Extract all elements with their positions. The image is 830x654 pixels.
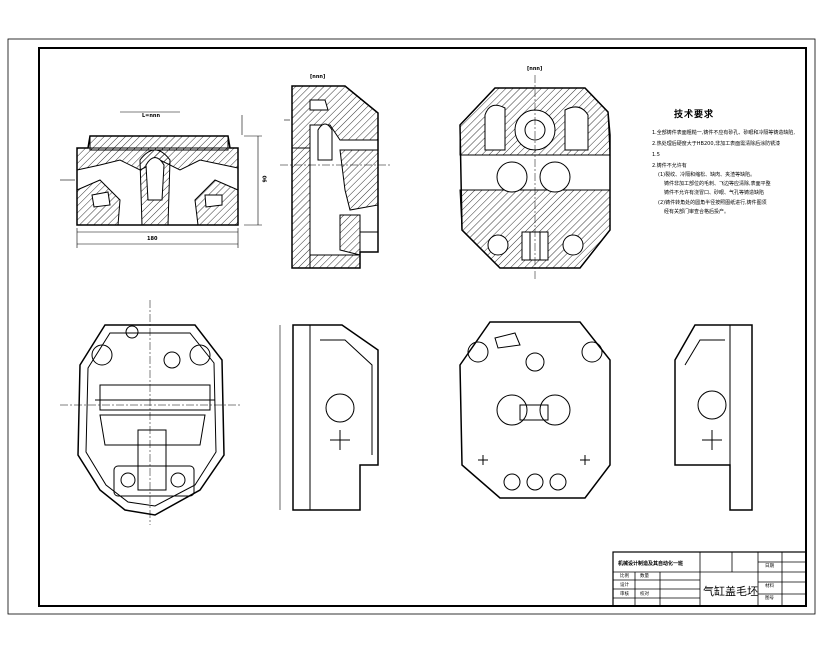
- note-line: (2)铸件转角处的圆角半径按照图纸进行,铸件图须: [658, 200, 767, 206]
- outer-border: [7, 38, 816, 615]
- side-elevation-left: [279, 324, 379, 511]
- tb-cell: 设计: [620, 583, 629, 588]
- view-label: [nnn]: [527, 66, 543, 72]
- note-line: 1.5: [652, 152, 660, 158]
- technical-requirements-title: 技术要求: [674, 110, 715, 120]
- title-block-heading: 机械设计制造及其自动化一班: [618, 561, 684, 567]
- tb-cell: 日期: [765, 564, 774, 569]
- tb-cell: 审核: [620, 592, 629, 597]
- inner-border: [38, 47, 807, 607]
- side-elevation-right: [674, 324, 753, 511]
- tb-cell: 比例: [620, 574, 629, 579]
- note-line: 铸件非加工部位的毛刺、飞边等应清除,表面平整: [664, 181, 771, 187]
- section-view-top: [459, 75, 611, 280]
- section-view-front: [60, 111, 262, 248]
- dim-width: 180: [147, 236, 158, 242]
- note-line: 经有关部门审查合格后投产。: [664, 209, 730, 215]
- note-line: 2.热处理后硬度大于HB200,非加工表面需清除后涂防锈漆: [652, 141, 781, 147]
- dim-height: 90: [262, 175, 269, 183]
- tb-cell: 校对: [640, 592, 649, 597]
- note-line: (1)裂纹、冷隔和缩松、缺肉、夹渣等缺陷。: [658, 172, 756, 178]
- plan-view-right: [459, 321, 611, 499]
- part-name: 气缸盖毛坯: [703, 585, 758, 598]
- section-view-side: [280, 85, 392, 269]
- title-block: [612, 551, 807, 607]
- note-line: 1.全部铸件表面粗糙一,铸件不应有砂孔、砂眼和冷隔等铸造缺陷,: [652, 130, 795, 136]
- dim-label: L=nnn: [142, 113, 161, 119]
- view-label: [nnn]: [310, 74, 326, 80]
- note-line: 铸件不允许有浇冒口、砂眼、气孔等铸造缺陷: [664, 190, 765, 196]
- note-line: 2.铸件不允许有: [652, 163, 687, 169]
- tb-cell: 材料: [765, 584, 774, 589]
- plan-view-left: [60, 300, 240, 525]
- tb-cell: 图号: [765, 596, 774, 601]
- tb-cell: 数量: [640, 574, 649, 579]
